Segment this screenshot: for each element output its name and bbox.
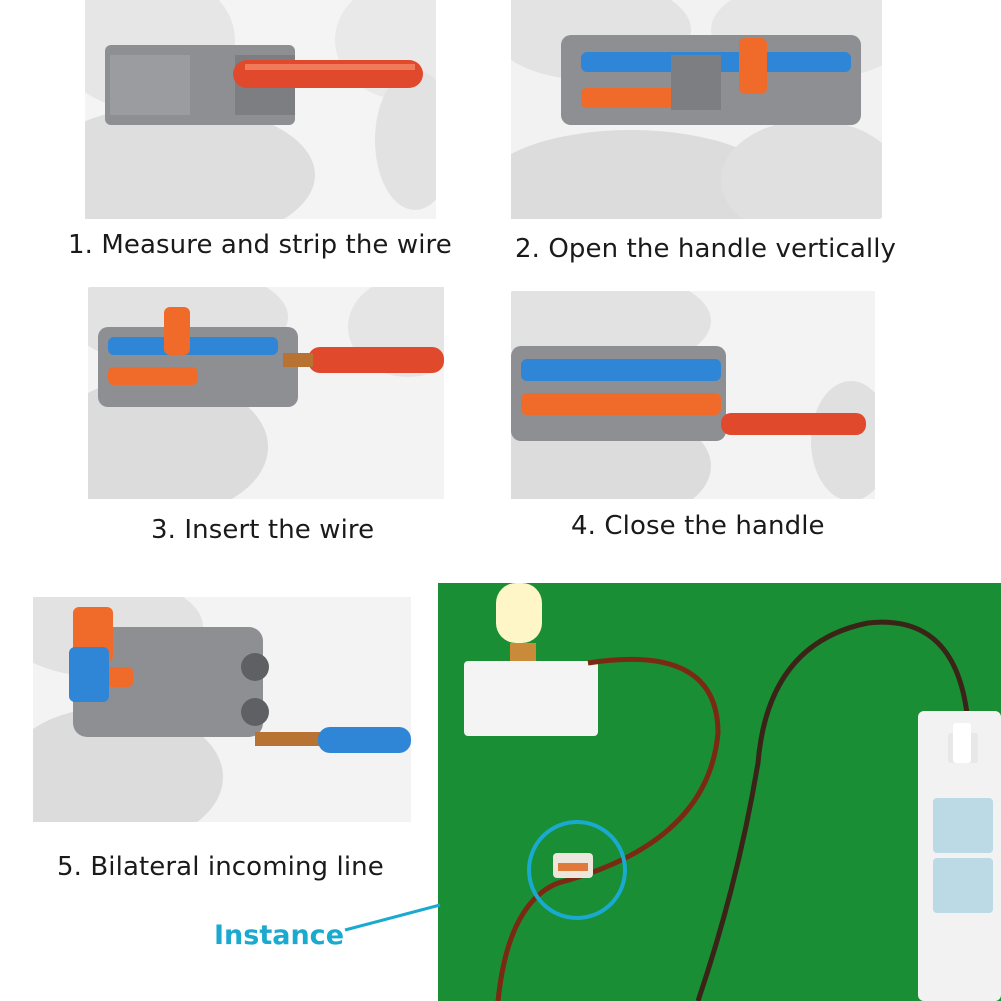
step-5-photo — [33, 597, 411, 822]
step-1-photo — [85, 0, 436, 219]
step-2-photo — [511, 0, 882, 219]
instance-photo — [438, 583, 1001, 1001]
step-2-caption: 2. Open the handle vertically — [515, 234, 897, 264]
step-4-photo — [511, 291, 875, 499]
step-3-photo — [88, 287, 444, 499]
step-1-caption: 1. Measure and strip the wire — [68, 230, 452, 260]
step-3-caption: 3. Insert the wire — [151, 515, 375, 545]
step-4-caption: 4. Close the handle — [571, 511, 825, 541]
step-5-caption: 5. Bilateral incoming line — [57, 852, 384, 882]
instance-label: Instance — [214, 920, 345, 951]
